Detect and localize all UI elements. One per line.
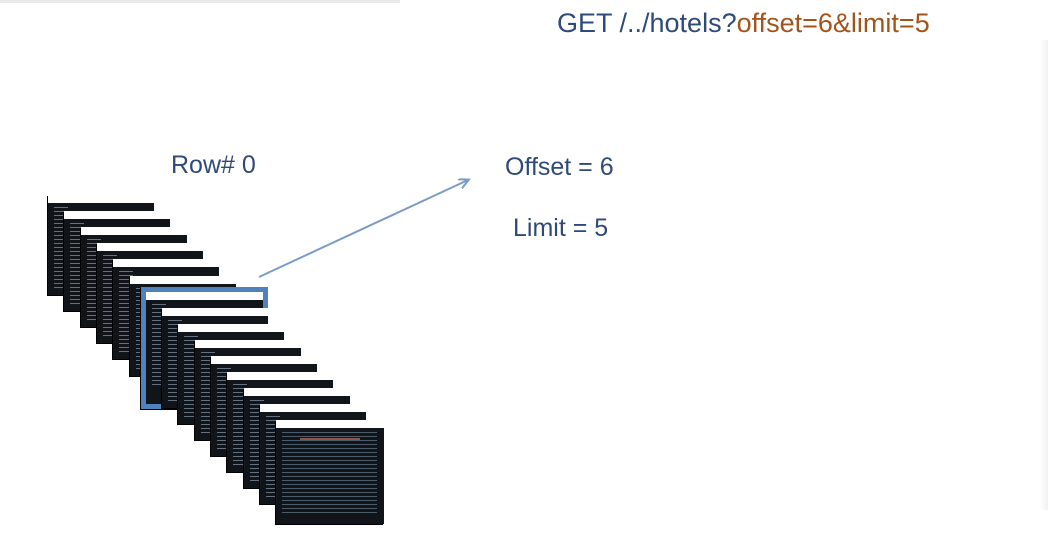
request-url: GET /../hotels?offset=6&limit=5 xyxy=(557,4,930,42)
row-card-tab xyxy=(113,259,220,268)
top-strip xyxy=(0,0,400,3)
row-card-tab xyxy=(227,372,334,381)
row-card-tab xyxy=(194,339,301,348)
row-card-tab xyxy=(96,243,203,252)
arrow-line xyxy=(258,180,468,278)
row-card-tab xyxy=(211,356,317,364)
row-card-tab xyxy=(64,211,171,220)
row-card-tab xyxy=(80,227,187,236)
row-card-tab xyxy=(178,323,285,332)
row-card-tab xyxy=(129,275,236,284)
request-url-query: offset=6&limit=5 xyxy=(736,8,930,38)
request-url-prefix: GET /../hotels? xyxy=(557,8,737,38)
row-card-tab xyxy=(243,388,350,397)
row-card-14 xyxy=(276,420,385,525)
right-edge-shadow xyxy=(1040,40,1048,510)
row-card-tab xyxy=(259,404,366,413)
row-card-tab xyxy=(162,307,269,316)
limit-label: Limit = 5 xyxy=(513,214,609,242)
offset-label: Offset = 6 xyxy=(505,153,614,181)
row-card-tab xyxy=(145,291,263,300)
row-start-label: Row# 0 xyxy=(171,151,256,179)
row-card-code-highlight xyxy=(300,438,361,441)
row-card-tab xyxy=(48,195,154,203)
row-card-code xyxy=(282,432,378,517)
row-card-tab xyxy=(276,420,385,429)
